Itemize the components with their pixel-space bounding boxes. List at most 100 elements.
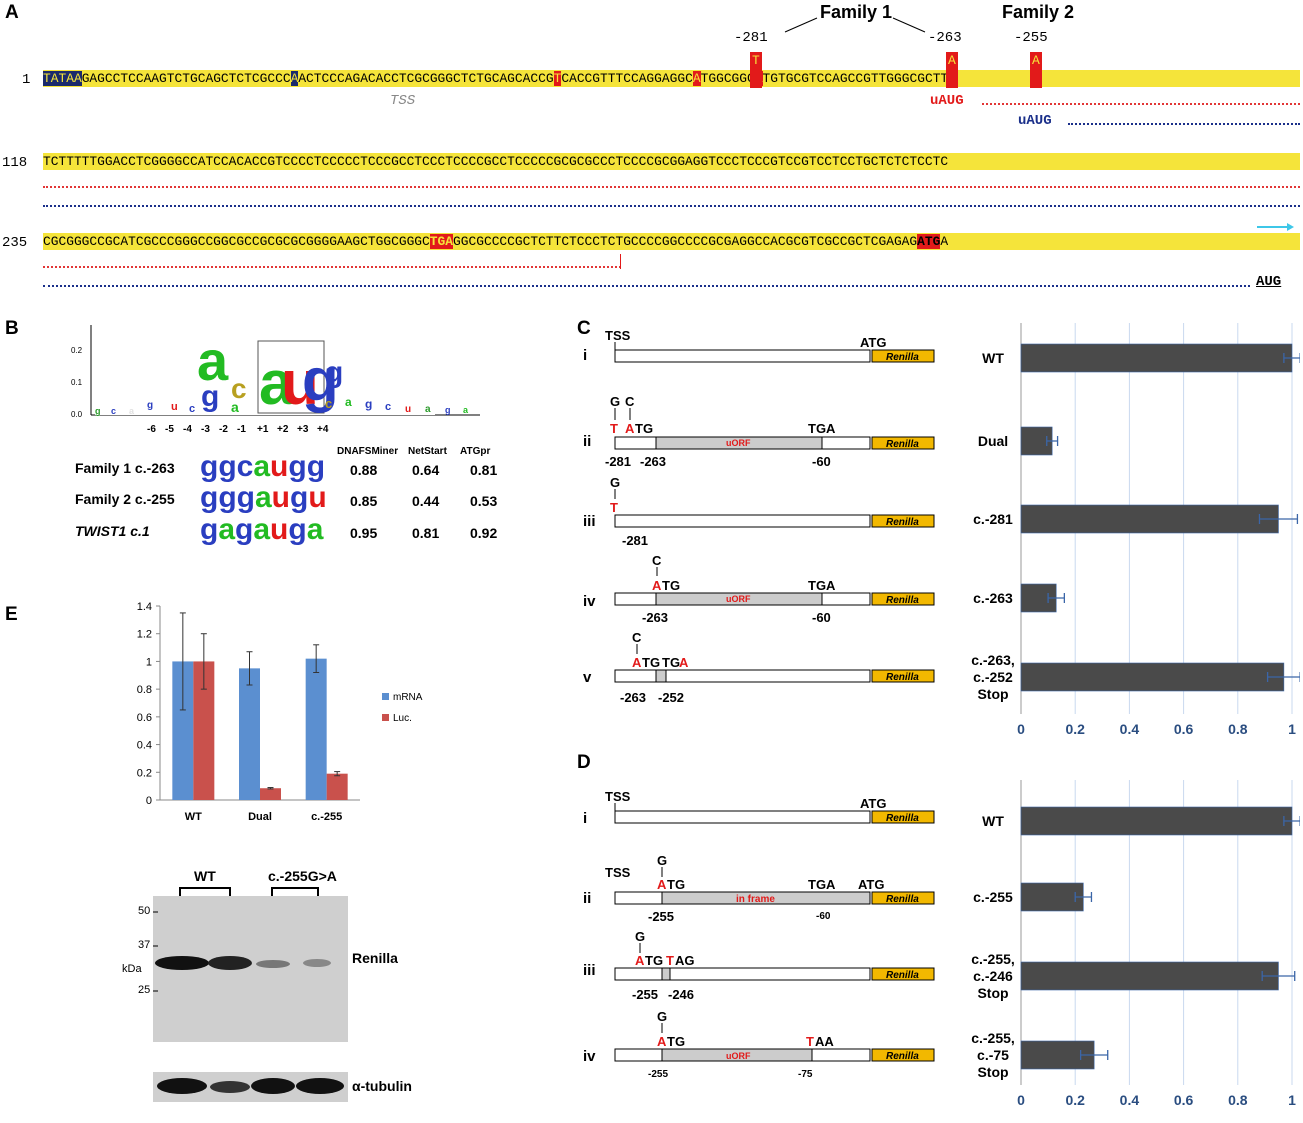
bar — [1020, 882, 1084, 912]
svg-text:-60: -60 — [816, 911, 831, 922]
blot-kda-label: kDa — [122, 963, 142, 975]
panel-c-constructs: i TSS ATG Renilla ii G C T A TG uORF TGA… — [583, 328, 935, 705]
svg-text:TG: TG — [667, 1034, 685, 1049]
bar-label: c.-263, — [971, 652, 1015, 668]
svg-text:-263: -263 — [620, 690, 646, 705]
logo-xtick: +2 — [277, 424, 289, 435]
mutation-255-marker — [1030, 52, 1042, 88]
svg-text:A: A — [652, 578, 662, 593]
svg-text:A: A — [657, 1034, 667, 1049]
svg-text:Renilla: Renilla — [886, 813, 919, 824]
svg-text:TG: TG — [642, 655, 660, 670]
x-tick-label: WT — [185, 811, 202, 823]
svg-text:-255: -255 — [632, 987, 658, 1002]
svg-text:TSS: TSS — [605, 789, 631, 804]
svg-text:Renilla: Renilla — [886, 517, 919, 528]
bar-label: Stop — [977, 686, 1008, 702]
uorf-red-dots-3 — [43, 266, 621, 268]
panel-label-b: B — [5, 318, 19, 339]
y-tick-label: 0.8 — [137, 684, 152, 696]
bar — [305, 658, 327, 800]
svg-text:A: A — [679, 655, 689, 670]
uaug-blue-label: uAUG — [1018, 113, 1052, 129]
svg-text:Renilla: Renilla — [886, 439, 919, 450]
x-tick-label: 0.4 — [1120, 1092, 1140, 1108]
logo-xtick: -5 — [165, 424, 174, 435]
svg-text:G: G — [635, 929, 645, 944]
svg-text:c: c — [231, 373, 247, 404]
bar-label: c.-255, — [971, 1030, 1015, 1046]
tata-box: TATAA — [43, 71, 82, 86]
svg-text:iv: iv — [583, 593, 596, 610]
svg-text:a: a — [197, 329, 229, 392]
roman-i: i — [583, 347, 587, 364]
svg-text:g: g — [365, 397, 372, 411]
svg-text:C: C — [625, 394, 635, 409]
logo-ytick: 0.2 — [71, 346, 83, 355]
mutation-281-marker — [750, 52, 762, 88]
row-label: Family 1 c.-263 — [75, 460, 175, 476]
x-tick-label: 0 — [1017, 1092, 1025, 1108]
svg-text:u: u — [281, 349, 319, 418]
bar-label: c.-255, — [971, 951, 1015, 967]
logo-xtick: -4 — [183, 424, 192, 435]
mutation-263: A — [692, 71, 701, 86]
uorf-blue-dots-1 — [1068, 123, 1300, 125]
svg-text:Renilla: Renilla — [886, 595, 919, 606]
bar — [326, 773, 348, 800]
svg-text:g: g — [147, 400, 153, 411]
y-tick-label: 0.6 — [137, 712, 152, 724]
bar — [1020, 806, 1293, 836]
panel-label-e: E — [5, 604, 18, 625]
svg-text:-246: -246 — [668, 987, 694, 1002]
svg-text:u: u — [171, 401, 178, 413]
tss-base: A — [290, 71, 299, 86]
svg-text:-60: -60 — [812, 610, 831, 625]
bar-label: Dual — [978, 433, 1008, 449]
y-tick-label: 0.4 — [137, 740, 152, 752]
svg-text:C: C — [632, 630, 642, 645]
seq-line-number-2: 118 — [2, 155, 28, 171]
panel-label-a: A — [5, 2, 19, 23]
svg-text:g: g — [95, 406, 101, 416]
y-tick-label: 0 — [146, 795, 152, 807]
y-tick-label: 1.4 — [137, 601, 152, 613]
x-tick-label: 0 — [1017, 721, 1025, 737]
row-label: TWIST1 c.1 — [75, 523, 150, 539]
svg-text:T: T — [610, 500, 618, 515]
svg-text:a: a — [463, 405, 469, 415]
x-tick-label: c.-255 — [311, 811, 342, 823]
svg-text:in frame: in frame — [736, 894, 775, 905]
tga-stop: TGA — [429, 234, 454, 249]
seq-line-number-1: 1 — [22, 72, 31, 88]
bar-label: c.-75 — [977, 1047, 1009, 1063]
bar — [1020, 504, 1279, 534]
svg-text:uORF: uORF — [726, 594, 751, 604]
svg-text:g: g — [302, 346, 339, 413]
svg-text:ATG: ATG — [858, 877, 884, 892]
blot-marker: 25 — [138, 984, 151, 996]
svg-text:uORF: uORF — [726, 1051, 751, 1061]
svg-text:A: A — [657, 877, 667, 892]
panel-label-d: D — [577, 752, 591, 773]
mutation-263-marker — [946, 52, 958, 88]
svg-text:-263: -263 — [642, 610, 668, 625]
bar-label: c.-252 — [973, 669, 1013, 685]
bar-label: WT — [982, 813, 1004, 829]
family1-label: Family 1 — [820, 2, 893, 22]
svg-text:a: a — [259, 349, 294, 418]
svg-text:a: a — [231, 399, 239, 415]
svg-text:-255: -255 — [648, 909, 674, 924]
pos-281: -281 — [734, 30, 768, 46]
logo-xtick: -1 — [237, 424, 246, 435]
svg-text:g: g — [325, 356, 343, 389]
tss-label: TSS — [390, 93, 416, 109]
logo-xtick: -3 — [201, 424, 210, 435]
col-header: DNAFSMiner — [337, 446, 399, 457]
seq-row-0: ggcaugg — [200, 450, 326, 483]
x-tick-label: 1 — [1288, 1092, 1296, 1108]
sequence-logo: 0.2 0.1 0.0 g c a g u c a g c a a u g g … — [71, 325, 480, 435]
mutation-281: T — [553, 71, 562, 86]
bar-label: c.-246 — [973, 968, 1013, 984]
